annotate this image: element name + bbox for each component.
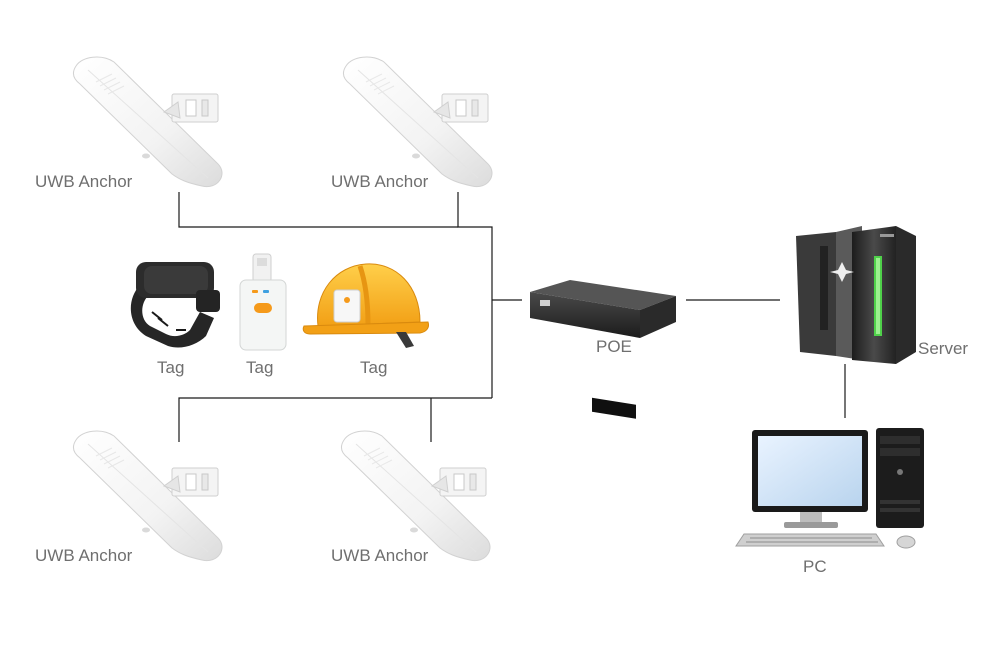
smartwatch-icon [130,262,220,348]
uwb-anchor-top-right-icon [342,56,493,188]
tag-label-watch: Tag [157,358,185,377]
link-top-anchors [178,192,458,228]
anchor-label-bottom-left: UWB Anchor [35,546,133,565]
network-switch-icon [530,280,676,419]
anchor-label-top-left: UWB Anchor [35,172,133,191]
desktop-computer-icon [735,428,924,549]
connection-lines [178,192,846,442]
tag-label-helmet: Tag [360,358,388,377]
hard-hat-icon [302,263,429,348]
anchor-label-bottom-right: UWB Anchor [331,546,429,565]
uwb-anchor-bottom-right-icon [340,430,491,562]
server-label: Server [918,339,969,358]
badge-tag-icon [239,253,287,351]
anchor-label-top-right: UWB Anchor [331,172,429,191]
uwb-anchor-bottom-left-icon [72,430,223,562]
link-bottom-anchors [178,397,492,442]
tag-label-badge: Tag [246,358,274,377]
server-tower-icon [796,226,916,364]
poe-label: POE [596,337,632,356]
uwb-anchor-top-left-icon [72,56,223,188]
link-top-anchor-right [457,192,493,398]
pc-label: PC [803,557,827,576]
